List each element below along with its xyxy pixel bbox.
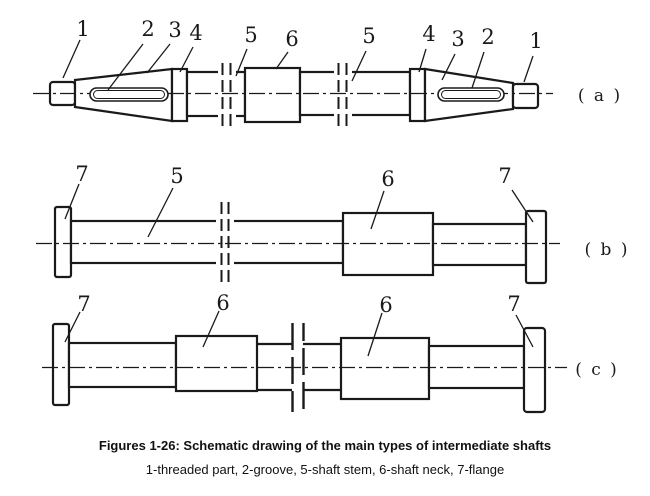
callout-label: 5	[362, 24, 375, 48]
shaft-stem-right	[431, 222, 528, 267]
leader-line	[64, 311, 81, 343]
panel-label-b: ( b )	[585, 240, 630, 260]
callout-2-left: 2	[107, 17, 155, 91]
callout-1-left: 1	[62, 17, 90, 79]
leader-line	[523, 55, 534, 83]
shaft-stem-left	[69, 219, 345, 265]
leader-line	[367, 312, 383, 357]
shaft-stem-left	[67, 341, 178, 389]
callout-6: 6	[275, 27, 299, 70]
callout-6: 6	[370, 167, 395, 230]
figure-caption: Figures 1-26: Schematic drawing of the m…	[0, 438, 650, 477]
callout-6-left: 6	[202, 291, 230, 348]
caption-legend: 1-threaded part, 2-groove, 5-shaft stem,…	[145, 462, 505, 477]
diagram-c: 7 6 6 7 ( c )	[42, 291, 619, 414]
callout-label: 7	[507, 292, 520, 316]
groove-right-inner	[441, 90, 501, 99]
callout-4-right: 4	[418, 22, 436, 73]
callout-label: 4	[422, 22, 435, 46]
callout-label: 1	[529, 29, 542, 53]
callout-7-left: 7	[64, 292, 91, 343]
callout-label: 2	[141, 17, 154, 41]
shaft-neck	[243, 66, 302, 124]
callout-3-left: 3	[146, 18, 182, 74]
groove-left-inner	[93, 90, 165, 99]
callout-label: 5	[244, 23, 257, 47]
leader-line	[235, 48, 248, 77]
leader-line	[351, 50, 367, 82]
leader-line	[202, 310, 220, 348]
callout-3-right: 3	[441, 27, 465, 81]
callout-label: 6	[379, 293, 392, 317]
panel-label-c: ( c )	[575, 360, 619, 380]
callout-label: 7	[498, 164, 511, 188]
callout-1-right: 1	[523, 29, 543, 83]
callout-label: 2	[481, 25, 494, 49]
leader-line	[370, 190, 385, 230]
callout-label: 6	[381, 167, 394, 191]
callout-5-left: 5	[235, 23, 258, 77]
callout-label: 3	[451, 27, 464, 51]
figure-container: 1 2 3 4 5 6 5	[0, 17, 650, 477]
callout-4-left: 4	[179, 21, 203, 73]
leader-line	[471, 51, 485, 89]
caption-title: Figures 1-26: Schematic drawing of the m…	[98, 438, 552, 453]
shaft-neck-right	[339, 336, 431, 401]
shaft-diagrams-figure: 1 2 3 4 5 6 5	[33, 17, 630, 414]
diagram-b: 7 5 6 7 ( b )	[36, 162, 630, 286]
callout-7-left: 7	[64, 162, 89, 220]
threaded-end-right	[511, 82, 540, 110]
collar-left	[170, 67, 189, 123]
panel-label-a: ( a )	[578, 86, 622, 106]
flange-left	[51, 322, 71, 407]
leader-line	[418, 48, 427, 73]
callout-5-right: 5	[351, 24, 376, 82]
callout-7-right: 7	[498, 164, 534, 223]
callout-label: 7	[75, 162, 88, 186]
callout-label: 7	[77, 292, 90, 316]
leader-line	[179, 46, 194, 73]
leader-line	[64, 183, 80, 220]
leader-line	[147, 187, 174, 238]
diagram-a: 1 2 3 4 5 6 5	[33, 17, 622, 128]
callout-6-right: 6	[367, 293, 393, 357]
leader-line	[146, 43, 171, 74]
leader-line	[441, 53, 456, 81]
callout-2-right: 2	[471, 25, 495, 89]
callout-label: 3	[168, 18, 181, 42]
callout-7-right: 7	[507, 292, 534, 348]
leader-line	[275, 51, 289, 70]
callout-label: 6	[216, 291, 229, 315]
flange-right	[522, 326, 547, 414]
leader-line	[515, 314, 534, 348]
callout-label: 1	[76, 17, 89, 41]
callout-label: 4	[189, 21, 202, 45]
shaft-neck-left	[174, 334, 259, 393]
flange-left	[53, 205, 73, 279]
leader-line	[511, 189, 534, 223]
leader-line	[62, 39, 81, 79]
break-gap-mask	[216, 217, 234, 267]
leader-line	[107, 43, 144, 91]
collar-right	[408, 67, 427, 123]
callout-label: 6	[285, 27, 298, 51]
flange-right	[524, 209, 548, 285]
callout-label: 5	[170, 164, 183, 188]
callout-5: 5	[147, 164, 184, 238]
